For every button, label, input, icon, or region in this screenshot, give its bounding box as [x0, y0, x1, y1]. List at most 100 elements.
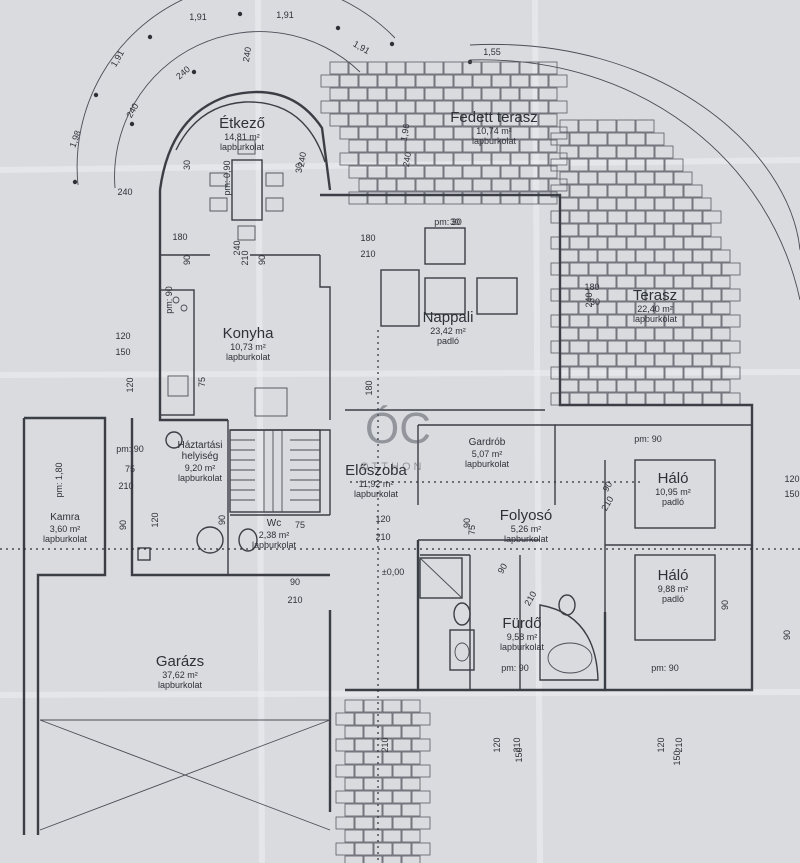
- room-area: 3,60 m²: [50, 524, 81, 534]
- dimension-label: 210: [375, 532, 390, 542]
- dimension-label: 120: [115, 331, 130, 341]
- staircase: [229, 429, 321, 513]
- bedroom-furniture: [634, 459, 716, 641]
- dimension-label: 90: [720, 600, 730, 610]
- room-area: 10,73 m²: [230, 342, 266, 352]
- dimension-label: 120: [784, 474, 799, 484]
- dimension-label: 210: [674, 737, 684, 752]
- dimension-label: 240: [584, 292, 594, 307]
- room-floor: padló: [662, 497, 684, 507]
- terrace-outer-arc: [469, 59, 800, 301]
- bathroom-fixtures: [137, 431, 599, 681]
- room-floor: lapburkolat: [220, 142, 265, 152]
- dimension-label: pm: 90: [634, 434, 662, 444]
- curved-bench: [175, 101, 326, 163]
- dimension-label: 1,98: [67, 129, 82, 149]
- dimension-label: 240: [232, 240, 242, 255]
- dimension-label: pm: 90: [501, 663, 529, 673]
- dining-inner-arc: [114, 31, 361, 189]
- dining-table: [209, 139, 284, 241]
- dimension-label: pm: 90: [651, 663, 679, 673]
- dimension-label: 30: [294, 163, 304, 173]
- room-floor: lapburkolat: [504, 534, 549, 544]
- room-area: 14,81 m²: [224, 132, 260, 142]
- dimension-label: 75: [125, 464, 135, 474]
- dimension-label: 180: [172, 232, 187, 242]
- dimension-label: 240: [401, 151, 413, 168]
- dimension-label: 90: [290, 577, 300, 587]
- dimension-label: 150: [784, 489, 799, 499]
- dimension-label: 1,91: [351, 39, 371, 56]
- dimension-label: 240: [124, 101, 140, 119]
- room-area: 9,88 m²: [658, 584, 689, 594]
- dimension-label: pm: 90: [164, 286, 174, 314]
- garage-door: [39, 719, 331, 831]
- dimension-label: 1,91: [189, 12, 207, 22]
- room-name: Terasz: [633, 287, 677, 304]
- room-area: 11,92 m²: [359, 479, 394, 489]
- room-floor: lapburkolat: [178, 473, 223, 483]
- room-name: Konyha: [223, 325, 275, 342]
- room-floor: lapburkolat: [226, 352, 271, 362]
- dimension-label: 90: [217, 515, 227, 525]
- dimension-label: 150: [514, 747, 524, 762]
- dimension-label: 90: [782, 630, 792, 640]
- room-name: Folyosó: [500, 507, 553, 524]
- dimension-label: 90: [182, 255, 192, 265]
- terrace-dimension-arc: [469, 43, 800, 251]
- room-area: 22,40 m²: [637, 304, 673, 314]
- room-name: Wc: [267, 518, 281, 529]
- room-floor: padló: [437, 336, 459, 346]
- dimension-label: 120: [492, 737, 502, 752]
- dimension-label: 210: [599, 494, 615, 512]
- room-floor: lapburkolat: [500, 642, 545, 652]
- arc-dimension-markers: [72, 11, 473, 185]
- room-name: Háztartási: [177, 440, 222, 451]
- dimension-label: 1,55: [483, 47, 501, 57]
- dimension-label: 75: [197, 377, 207, 387]
- dimension-label: 150: [115, 347, 130, 357]
- room-name: Fedett terasz: [450, 109, 538, 126]
- room-area: 37,62 m²: [162, 670, 198, 680]
- room-area: 5,26 m²: [511, 524, 542, 534]
- room-name: helyiség: [182, 451, 219, 462]
- room-name: Háló: [658, 470, 689, 487]
- dimension-label: 90: [462, 518, 472, 528]
- dimension-label: 120: [125, 377, 135, 392]
- room-name: Étkező: [219, 115, 265, 132]
- dimension-label: pm: 30: [434, 217, 462, 227]
- dimension-label: 210: [360, 249, 375, 259]
- dimension-label: 30: [450, 217, 460, 227]
- kitchen-counter: [159, 289, 288, 417]
- room-area: 10,74 m²: [476, 126, 512, 136]
- dimension-label: 1,91: [276, 10, 294, 20]
- room-area: 9,20 m²: [185, 463, 216, 473]
- room-floor: lapburkolat: [43, 534, 88, 544]
- room-name: Előszoba: [345, 462, 407, 479]
- dimension-label: 120: [656, 737, 666, 752]
- dimension-label: pm: 90: [116, 444, 144, 454]
- dimension-label: 1,91: [109, 48, 126, 68]
- dimension-label: 75: [295, 520, 305, 530]
- living-room-furniture: [380, 227, 518, 327]
- dimension-label: 210: [287, 595, 302, 605]
- room-area: 2,38 m²: [259, 530, 290, 540]
- dimension-label: 120: [150, 512, 160, 527]
- dimension-label: 150: [672, 750, 682, 765]
- dimension-label: 240: [296, 151, 308, 168]
- dimension-label: 180: [360, 233, 375, 243]
- dimension-label: 90: [496, 562, 510, 576]
- dimension-label: 120: [375, 514, 390, 524]
- room-name: Garázs: [156, 653, 204, 670]
